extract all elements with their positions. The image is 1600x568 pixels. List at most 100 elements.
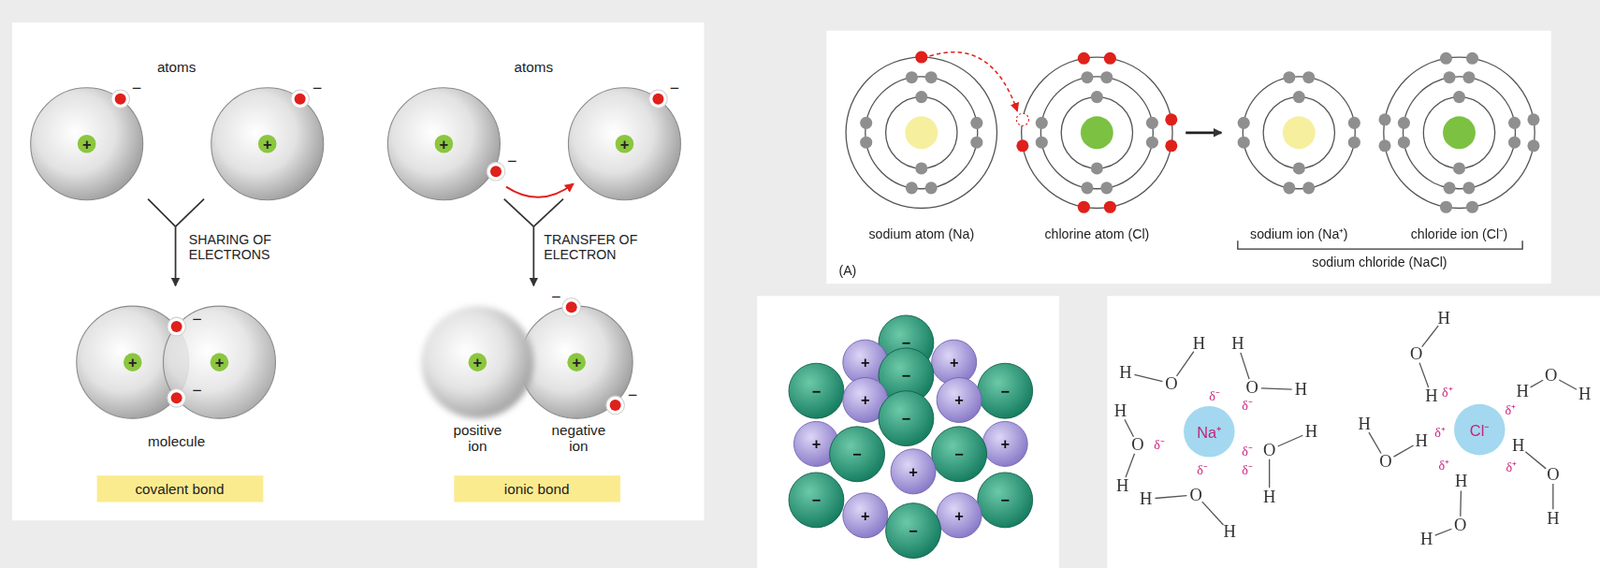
atom [211,87,324,201]
electron-shell [1403,76,1516,190]
transfer-arrow [506,183,574,198]
covalent-bond-line [1268,459,1270,489]
electron [1453,90,1466,103]
charge-sign: − [507,151,517,171]
charge-sign: − [1000,491,1010,510]
bond-type-box: ionic bond [453,475,621,502]
electron [1453,161,1466,175]
covalent-bond-line [1134,374,1163,381]
electron-shell [1040,76,1153,190]
covalent-bond-line [1368,432,1382,453]
electron [1293,90,1306,103]
panel [756,295,1060,568]
electron [652,93,664,105]
nucleus [615,134,635,154]
panel [12,22,704,521]
covalent-bond-line [1125,453,1135,478]
electron [1077,201,1091,214]
electron [294,93,306,105]
electron [1440,52,1453,65]
electron [610,399,622,411]
atom-symbol: H [1263,486,1276,507]
partial-charge: δ⁻ [1196,463,1208,479]
partial-charge: δ⁻ [1208,389,1220,405]
hydration-shell [1124,325,1577,536]
electron [1282,181,1295,194]
atom-symbol: O [1379,450,1392,471]
charge-sign: − [312,79,322,99]
charge-sign: + [439,134,450,153]
electron [1527,139,1540,152]
panel-label: atoms [514,58,554,76]
charge-sign: − [627,386,638,406]
chloride-sphere [977,472,1033,528]
electron [1104,52,1117,65]
electron [1378,139,1391,152]
electron [915,90,928,103]
panel-label: molecule [147,432,205,450]
electron [859,136,873,149]
electron-halo [290,89,310,109]
merge-line [147,199,175,227]
charge-sign: + [954,391,964,409]
electron [1466,201,1479,214]
covalent-bond-line [1154,495,1187,499]
process-arrow [174,226,177,286]
panel [1106,295,1600,568]
charge-sign: − [901,334,912,352]
charge-sign: + [860,391,871,409]
atom [520,305,633,419]
electron [1077,52,1091,65]
chloride-sphere [829,426,886,482]
sodium-sphere [843,493,888,539]
sodium-sphere [936,378,982,423]
atom-symbol: H [1420,528,1433,549]
atom-symbol: O [1544,365,1557,386]
nucleus [123,352,143,372]
atom-label: sodium ion (Na⁺) [1250,227,1348,243]
electron [1466,52,1479,65]
covalent-bond-line [1394,445,1414,457]
electron [490,165,502,177]
box-fill [453,475,621,502]
electron [970,116,983,130]
atom-symbol: H [1139,489,1152,510]
covalent-bond-line [1435,528,1453,536]
merge-line [533,199,564,227]
covalent-bond-line [1177,351,1194,377]
chloride-sphere [886,503,942,559]
electron [1348,116,1361,130]
electron [171,392,183,404]
charge-sign: − [1000,381,1010,400]
ion-fill [1454,404,1506,456]
nucleus [210,352,230,372]
electron [1348,136,1361,149]
ion-label: positive ion [443,422,511,455]
atom-label: sodium chloride (NaCl) [1311,255,1447,271]
covalent-bond-line [1552,483,1554,510]
electron-halo [649,89,669,109]
partial-charge: δ⁻ [1241,444,1252,460]
partial-charge: δ⁻ [1153,437,1164,453]
ion-symbol: Cl⁻ [1469,419,1490,440]
electron [1090,90,1104,103]
electron [915,161,928,175]
atom [30,87,144,201]
electron [1080,71,1093,84]
atom-symbol: H [1425,385,1438,406]
merge-line [175,199,205,227]
chloride-sphere [788,363,844,419]
electron [1378,113,1391,126]
electron-halo [562,297,582,317]
electron [1080,181,1093,194]
charge-sign: − [954,445,964,464]
atom-symbol: O [1189,484,1202,505]
sodium-sphere [982,421,1028,466]
chloride-sphere [788,472,844,528]
covalent-bond-line [1459,491,1462,517]
atom [421,305,534,419]
electron-halo [606,395,626,415]
charge-sign: − [852,445,862,464]
process-arrow [532,226,535,286]
bond-type-label: covalent bond [134,480,224,497]
